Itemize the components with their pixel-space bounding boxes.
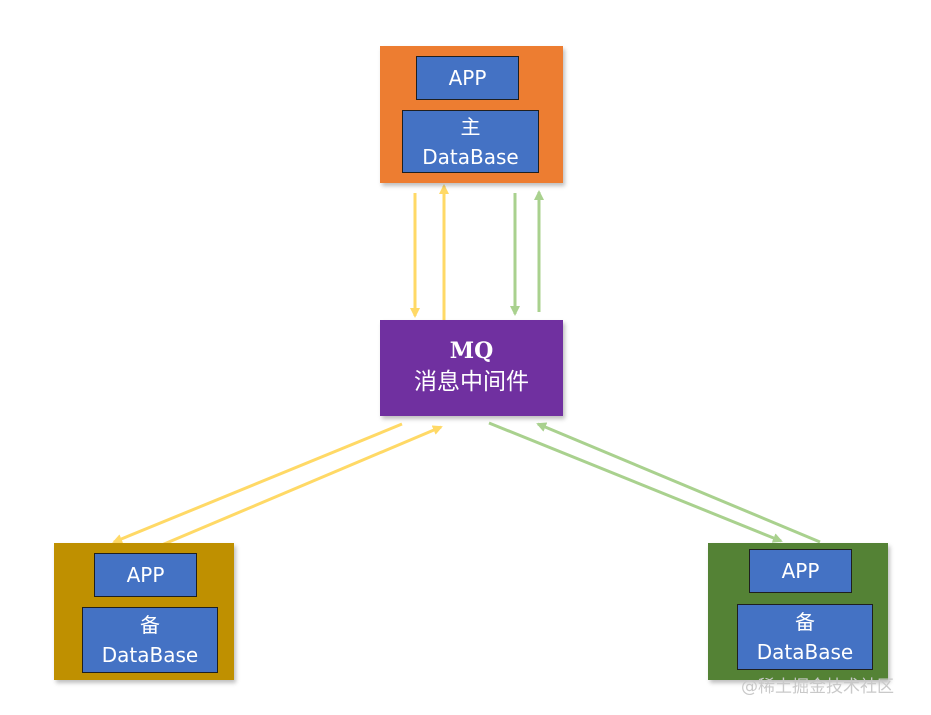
- mq-middleware-box: MQ 消息中间件: [380, 320, 563, 416]
- backup-left-site-box: APP 备 DataBase: [54, 543, 234, 680]
- arrow-right-backup-to-mq: [536, 422, 821, 544]
- primary-site-box: APP 主 DataBase: [380, 46, 563, 183]
- arrow-left-backup-to-mq: [156, 425, 443, 549]
- primary-database-box: 主 DataBase: [402, 110, 539, 173]
- backup-left-database-box: 备 DataBase: [82, 607, 218, 673]
- backup-right-app-label: APP: [781, 559, 820, 583]
- watermark-text: @稀土掘金技术社区: [741, 677, 894, 697]
- backup-right-app-box: APP: [749, 549, 852, 593]
- backup-right-db-label: DataBase: [756, 640, 854, 664]
- primary-app-label: APP: [448, 66, 487, 90]
- backup-left-app-label: APP: [126, 563, 165, 587]
- arrow-mq-to-right-backup: [488, 421, 783, 543]
- backup-left-db-label: DataBase: [101, 643, 199, 667]
- backup-left-app-box: APP: [94, 553, 197, 597]
- primary-app-box: APP: [416, 56, 519, 100]
- mq-title: MQ: [449, 338, 494, 364]
- primary-db-role: 主: [460, 114, 481, 139]
- backup-left-db-role: 备: [140, 613, 160, 637]
- primary-db-label: DataBase: [422, 144, 519, 169]
- arrow-mq-to-left-backup: [112, 422, 403, 544]
- backup-right-database-box: 备 DataBase: [737, 604, 873, 670]
- backup-right-site-box: APP 备 DataBase: [708, 543, 888, 680]
- backup-right-db-role: 备: [795, 610, 815, 634]
- mq-subtitle: 消息中间件: [414, 369, 529, 395]
